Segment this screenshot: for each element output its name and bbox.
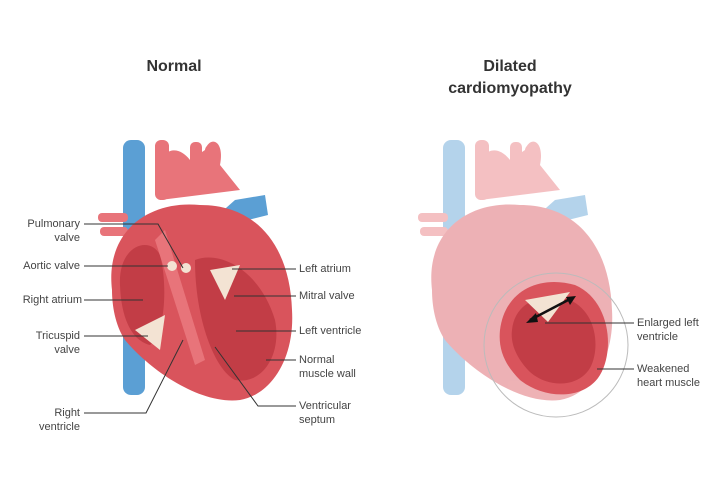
magnify-circle [483,272,629,418]
normal-heart [98,140,293,401]
label-left-ventricle: Left ventricle [299,325,362,337]
leader-lines [84,223,634,414]
label-right-atrium: Right atrium [22,294,82,306]
label-mitral-valve: Mitral valve [299,290,355,302]
title-dilated: Dilated cardiomyopathy [448,58,572,97]
dilation-arrow [529,296,573,322]
label-aortic-valve: Aortic valve [23,260,80,272]
title-normal: Normal [146,58,202,75]
label-left-atrium: Left atrium [299,263,351,275]
